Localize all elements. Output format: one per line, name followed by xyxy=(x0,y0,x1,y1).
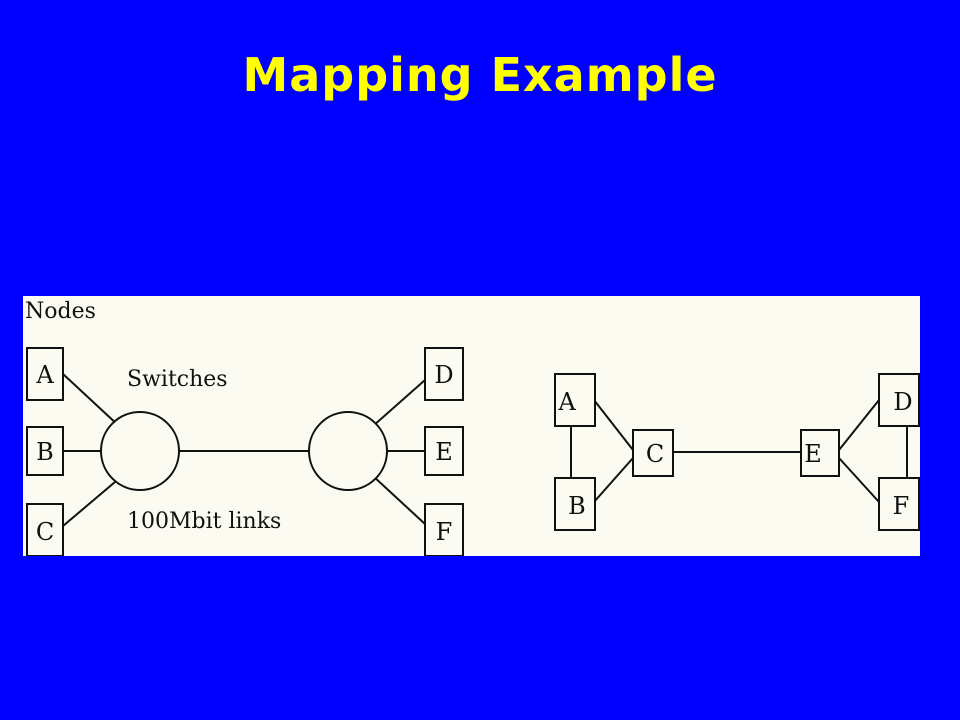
mapped-graph-diagram: A B C E D xyxy=(554,373,920,531)
switch-2 xyxy=(308,411,388,491)
edge-e-f xyxy=(838,457,880,503)
node-e: E xyxy=(424,426,464,476)
node-c: C xyxy=(26,503,64,556)
node-e-label: E xyxy=(435,438,453,466)
node-a: A xyxy=(26,347,64,401)
graph-node-c-label: C xyxy=(646,440,664,468)
graph-node-a-label: A xyxy=(557,388,576,416)
graph-node-c: C xyxy=(632,429,674,477)
graph-node-b-label: B xyxy=(568,492,586,520)
node-b-label: B xyxy=(36,438,54,466)
link-switch2-f xyxy=(372,475,426,525)
node-f: F xyxy=(424,503,464,556)
switch-1 xyxy=(100,411,180,491)
node-b: B xyxy=(26,426,64,476)
edge-b-c xyxy=(593,457,634,503)
graph-node-d-label: D xyxy=(893,388,912,416)
graph-node-e: E xyxy=(800,429,840,477)
slide-title: Mapping Example xyxy=(242,48,718,102)
node-d: D xyxy=(424,347,464,401)
node-c-label: C xyxy=(36,518,54,546)
graph-node-e-label: E xyxy=(804,440,822,468)
graph-node-f-label: F xyxy=(893,492,910,520)
nodes-heading: Nodes xyxy=(25,299,96,324)
link-switch2-d xyxy=(372,379,426,427)
mapping-diagram-svg: Nodes Switches 100Mbit links xyxy=(25,299,920,556)
node-f-label: F xyxy=(436,518,453,546)
link-a-switch1 xyxy=(62,373,120,427)
graph-node-d: D xyxy=(878,373,920,427)
graph-node-b: B xyxy=(554,477,596,531)
node-d-label: D xyxy=(434,361,453,389)
physical-network-diagram: Nodes Switches 100Mbit links xyxy=(25,299,464,556)
edge-e-d xyxy=(838,399,880,451)
node-a-label: A xyxy=(35,361,54,389)
graph-node-a: A xyxy=(554,373,596,427)
edge-a-c xyxy=(593,399,634,451)
link-c-switch1 xyxy=(62,481,116,527)
links-label: 100Mbit links xyxy=(127,509,281,534)
graph-node-f: F xyxy=(878,477,920,531)
switches-label: Switches xyxy=(127,367,228,392)
mapping-figure: Nodes Switches 100Mbit links xyxy=(23,296,920,556)
